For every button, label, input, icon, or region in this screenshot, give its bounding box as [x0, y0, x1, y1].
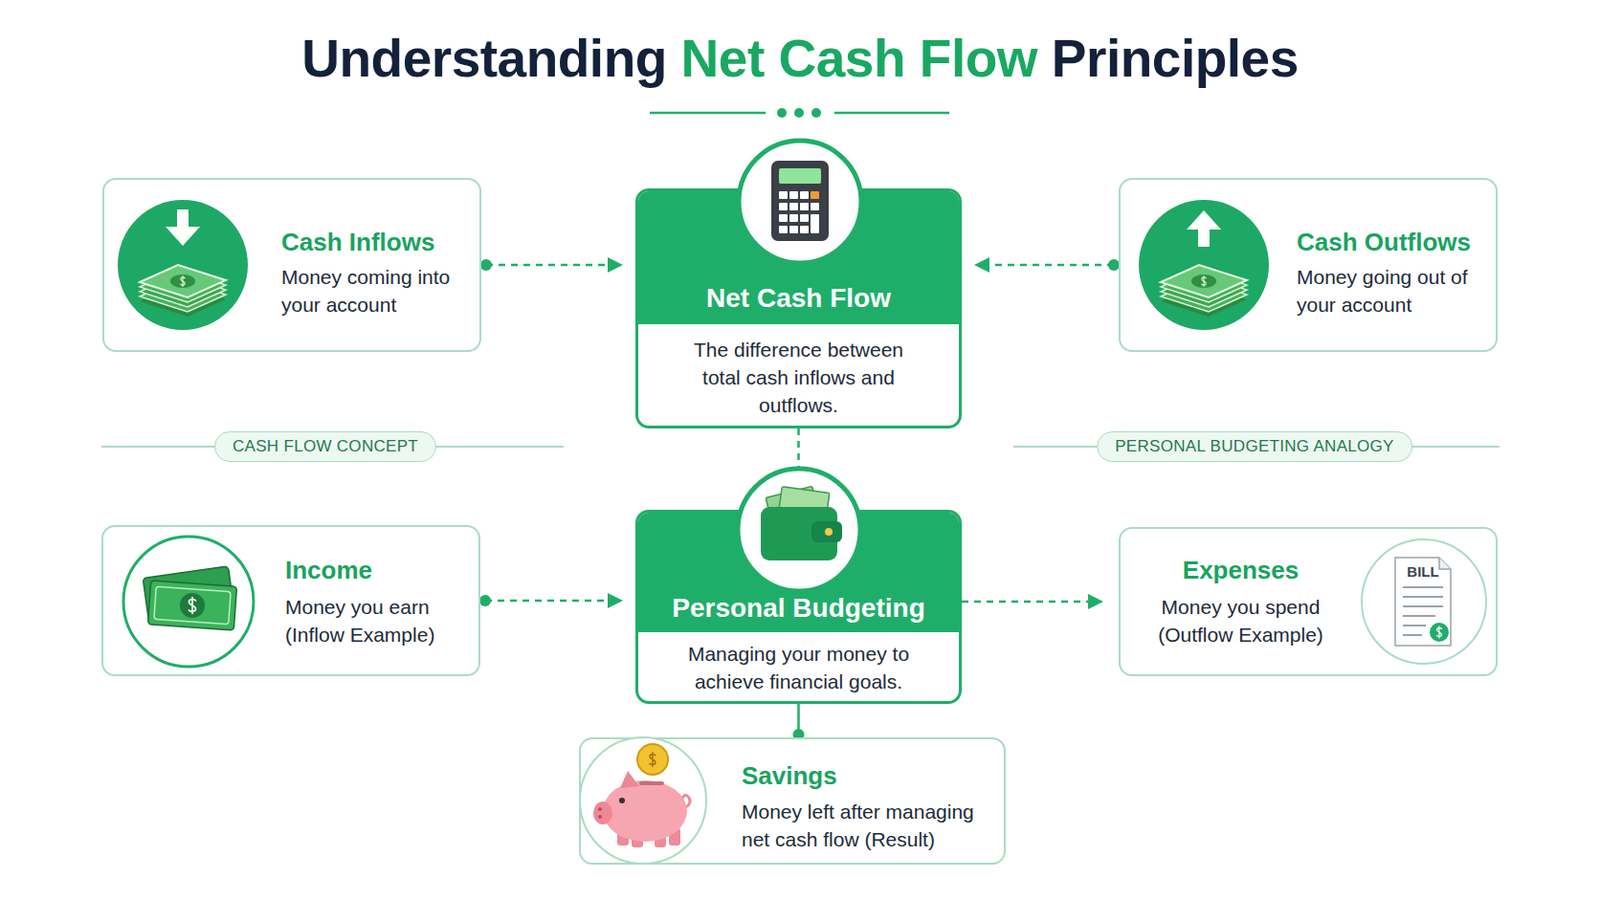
- connector: [974, 257, 1120, 273]
- node-heading: Savings: [741, 760, 1000, 792]
- node-heading: Personal Budgeting: [638, 591, 959, 626]
- node-heading: Cash Outflows: [1296, 226, 1498, 258]
- node-description: Money you spend (Outflow Example): [1128, 593, 1354, 649]
- node-description: Managing your money to achieve financial…: [673, 640, 924, 696]
- node-heading: Income: [285, 555, 477, 586]
- expenses-box: ExpensesMoney you spend (Outflow Example…: [1118, 527, 1498, 677]
- arrow-head: [1088, 594, 1104, 610]
- outflow-box: Cash OutflowsMoney going out of your acc…: [1118, 177, 1498, 353]
- connector: [793, 704, 805, 741]
- arrow-head: [607, 593, 623, 609]
- node-heading: Net Cash Flow: [638, 281, 959, 316]
- section-label: CASH FLOW CONCEPT: [214, 431, 437, 463]
- inflow-box: Cash InflowsMoney coming into your accou…: [102, 177, 482, 353]
- connector-line: [486, 264, 612, 267]
- title-word: Understanding: [301, 28, 667, 89]
- connector: [961, 594, 1104, 610]
- connector-line: [797, 428, 800, 511]
- connector-dot: [479, 595, 491, 607]
- title-word: Net: [681, 28, 765, 89]
- budgeting-box: Personal BudgetingManaging your money to…: [635, 510, 962, 705]
- connector: [480, 257, 623, 273]
- title-word: Principles: [1051, 28, 1299, 89]
- node-description: The difference between total cash inflow…: [676, 335, 921, 420]
- connector: [798, 428, 800, 511]
- title-word: Cash: [778, 28, 907, 89]
- arrow-head: [974, 257, 990, 273]
- savings-box: SavingsMoney left after managing net cas…: [578, 737, 1006, 866]
- node-description: Money coming into your account: [281, 263, 478, 319]
- node-description: Money left after managing net cash flow …: [741, 798, 1005, 854]
- bill-icon-text: BILL: [1406, 563, 1439, 581]
- node-description: Money going out of your account: [1296, 263, 1493, 319]
- node-heading: Cash Inflows: [281, 226, 483, 258]
- connector-line: [961, 600, 1092, 604]
- title-word: Flow: [919, 28, 1038, 89]
- connector: [479, 593, 623, 609]
- connector-line: [985, 264, 1114, 267]
- diagram-title: Understanding Net Cash Flow Principles: [0, 24, 1600, 92]
- arrow-head: [607, 257, 623, 273]
- node-heading: Expenses: [1128, 555, 1354, 586]
- connector-line: [485, 600, 612, 603]
- section-label: PERSONAL BUDGETING ANALOGY: [1096, 431, 1413, 463]
- node-description: Money you earn (Inflow Example): [285, 593, 482, 649]
- connector-dot: [480, 259, 492, 271]
- title-underline: [649, 108, 950, 118]
- net-cash-flow-box: Net Cash FlowThe difference between tota…: [635, 188, 962, 429]
- income-box: IncomeMoney you earn (Inflow Example): [101, 525, 481, 677]
